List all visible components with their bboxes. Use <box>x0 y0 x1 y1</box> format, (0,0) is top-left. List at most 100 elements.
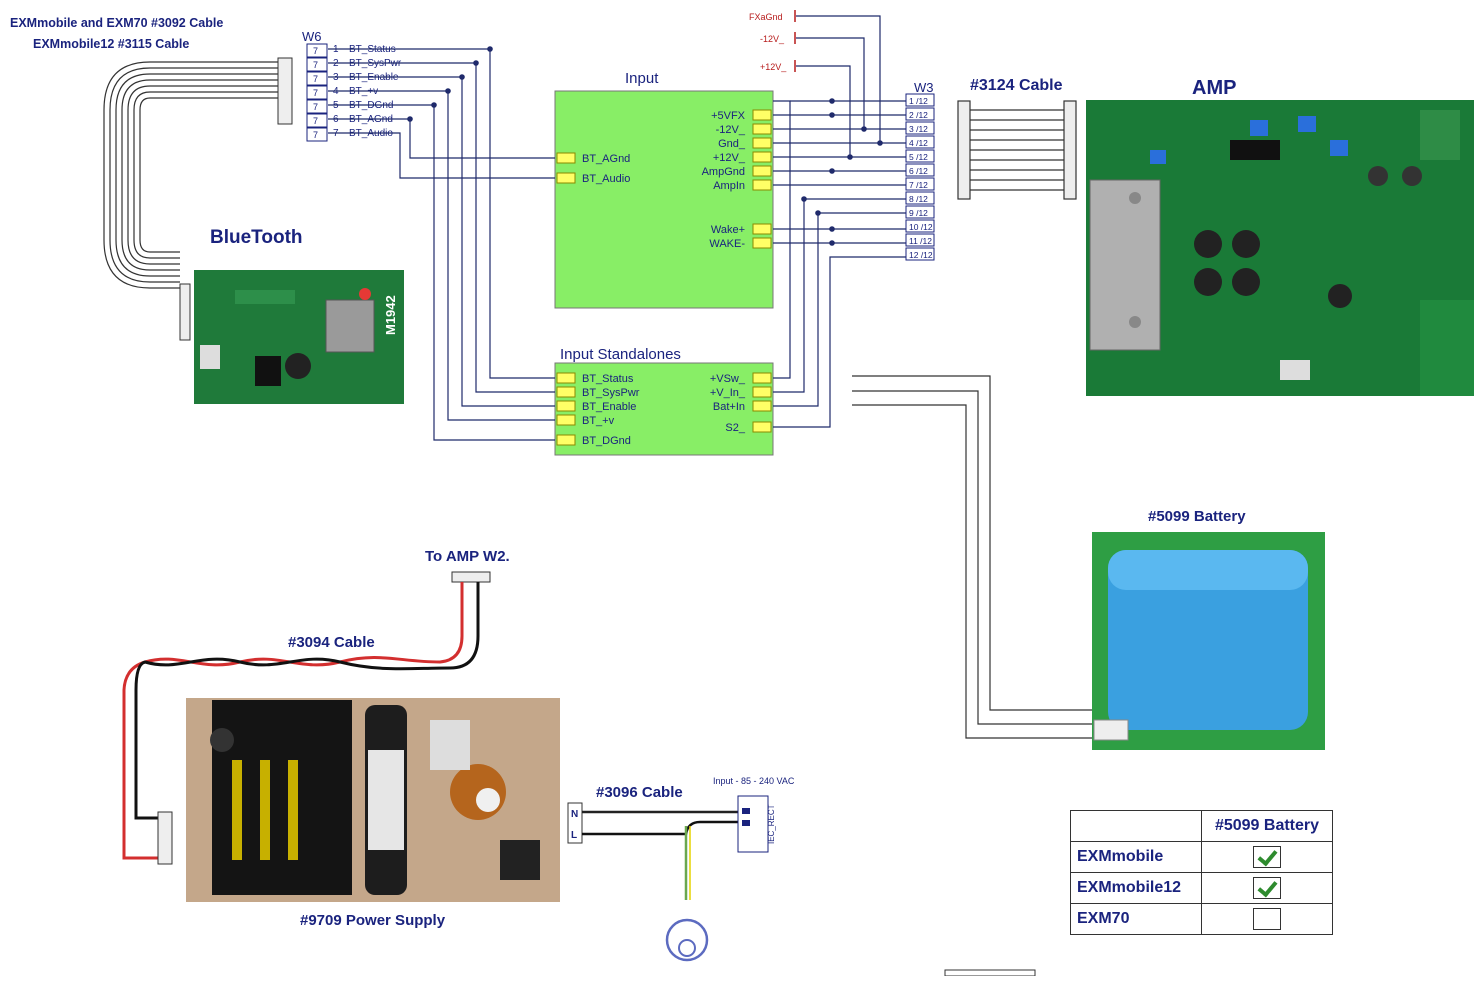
w6-pin-tag: 7 <box>313 116 318 126</box>
w3-pin-box <box>905 135 935 149</box>
battery-image <box>1092 532 1325 750</box>
standalone-left-pin <box>556 386 576 398</box>
compat-cell <box>1201 841 1333 873</box>
standalone-right-pin <box>752 400 772 412</box>
standalone-right-pin <box>752 372 772 384</box>
standalone-right-pin-label: +VSw_ <box>710 373 746 385</box>
input-right-pin <box>752 237 772 249</box>
bluetooth-chip-label: M1942 <box>383 295 398 335</box>
input-right-pin <box>752 137 772 149</box>
w3-pin-label: 3 /12 <box>909 124 928 134</box>
bluetooth-title: BlueTooth <box>210 227 303 248</box>
w3-pin-label: 10 /12 <box>909 222 933 232</box>
w3-pin-label: 7 /12 <box>909 180 928 190</box>
w3-pin-label: 6 /12 <box>909 166 928 176</box>
rail-fxagnd: FXaGnd <box>749 12 783 22</box>
w6-wiring <box>328 46 555 441</box>
cable-3124-label: #3124 Cable <box>970 77 1063 94</box>
rail-minus12v: -12V_ <box>760 34 785 44</box>
input-left-pin-label: BT_AGnd <box>582 153 630 165</box>
compat-model: EXMmobile12 <box>1070 872 1202 904</box>
compat-model: EXM70 <box>1070 903 1202 935</box>
input-right-pin-label: +12V_ <box>713 152 746 164</box>
iec-rect-pin1 <box>742 808 750 814</box>
w3-pin-box <box>905 121 935 135</box>
header-line2: EXMmobile12 #3115 Cable <box>33 37 189 51</box>
cable-3094 <box>122 582 480 860</box>
w3-pin-box <box>905 107 935 121</box>
input-right-pin-label: Wake+ <box>711 224 745 236</box>
w6-pin-box <box>306 127 328 142</box>
compat-row: EXM70 <box>1070 903 1333 935</box>
ribbon-connector-top <box>277 57 293 125</box>
standalone-right-pin-label: S2_ <box>725 422 745 434</box>
input-left-pin <box>556 152 576 164</box>
input-right-pin <box>752 109 772 121</box>
standalone-left-pin <box>556 434 576 446</box>
bluetooth-board-image: M1942 <box>194 270 404 404</box>
w6-pin-box <box>306 57 328 72</box>
w3-pin-box <box>905 163 935 177</box>
input-right-pin <box>752 123 772 135</box>
standalone-right-pin <box>752 421 772 433</box>
standalone-right-pin-label: +V_In_ <box>710 387 746 399</box>
ribbon-cable-bt <box>103 61 278 289</box>
standalones-block <box>554 362 774 456</box>
standalone-left-pin-label: BT_SysPwr <box>582 387 640 399</box>
ribbon-connector-bt <box>179 283 191 341</box>
compat-row: EXMmobile12 <box>1070 872 1333 904</box>
compat-cell <box>1201 903 1333 935</box>
w3-pin-box <box>905 93 935 107</box>
iec-l: L <box>571 830 577 841</box>
w6-pin-tag: 7 <box>313 102 318 112</box>
compat-model: EXMmobile <box>1070 841 1202 873</box>
compat-header-row: #5099 Battery <box>1070 810 1333 842</box>
w6-label: W6 <box>302 29 322 44</box>
checkbox-exm70[interactable] <box>1253 908 1281 930</box>
input-block <box>554 90 774 309</box>
standalone-left-pin <box>556 372 576 384</box>
amp-title: AMP <box>1192 77 1236 99</box>
battery-wiring <box>852 375 1094 739</box>
compat-header: #5099 Battery <box>1201 810 1333 842</box>
w3-pin-box <box>905 205 935 219</box>
input-right-pin-label: Gnd_ <box>718 138 746 150</box>
header-line1: EXMmobile and EXM70 #3092 Cable <box>10 16 223 30</box>
w6-pin-tag: 7 <box>313 74 318 84</box>
w3-pin-box <box>905 177 935 191</box>
input-right-pin <box>752 165 772 177</box>
input-right-pin <box>752 223 772 235</box>
w6-pin-tag: 7 <box>313 46 318 56</box>
w6-pin-tag: 7 <box>313 130 318 140</box>
w3-pin-box <box>905 149 935 163</box>
checkbox-exmmobile[interactable] <box>1253 846 1281 868</box>
standalone-left-pin <box>556 414 576 426</box>
input-right-pin-label: +5VFX <box>711 110 746 122</box>
cable-3096 <box>582 810 742 900</box>
input-right-pin-label: WAKE- <box>709 238 745 250</box>
cable-3124 <box>957 100 1077 200</box>
standalones-block-pins: BT_StatusBT_SysPwrBT_EnableBT_+vBT_DGnd+… <box>556 372 772 447</box>
power-supply-image <box>186 698 560 902</box>
w6-pin-box <box>306 85 328 100</box>
compatibility-table: #5099 Battery EXMmobile EXMmobile12 EXM7… <box>1070 810 1333 935</box>
checkbox-exmmobile12[interactable] <box>1253 877 1281 899</box>
input-to-w3-wiring <box>773 98 906 428</box>
w3-connector: 1 /122 /123 /124 /125 /126 /127 /128 /12… <box>905 93 935 261</box>
input-right-pin-label: AmpIn <box>713 180 745 192</box>
w3-label: W3 <box>914 80 934 95</box>
iec-rect-pin2 <box>742 820 750 826</box>
w3-pin-label: 4 /12 <box>909 138 928 148</box>
ground-lug-hole <box>678 939 696 957</box>
w6-pin-box <box>306 71 328 86</box>
w6-pin-box <box>306 113 328 128</box>
bottom-edge-box <box>944 969 1036 977</box>
w3-pin-label: 9 /12 <box>909 208 928 218</box>
w6-pin-box <box>306 43 328 58</box>
input-vac-label: Input - 85 - 240 VAC <box>713 776 795 786</box>
standalone-left-pin-label: BT_DGnd <box>582 435 631 447</box>
input-left-pin-label: BT_Audio <box>582 173 630 185</box>
standalone-right-pin-label: Bat+In <box>713 401 745 413</box>
ground-lug <box>665 918 709 962</box>
